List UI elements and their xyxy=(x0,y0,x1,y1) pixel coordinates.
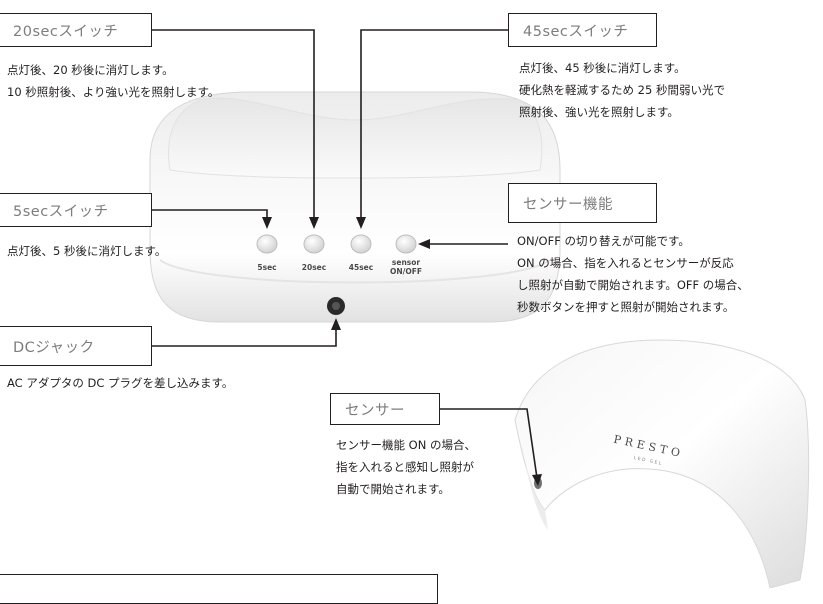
connector-20sec xyxy=(152,29,315,221)
label-5sec-title: 5secスイッチ xyxy=(13,203,109,220)
lamp-front-view: 5sec 20sec 45sec sensor ON/OFF xyxy=(149,91,561,323)
button-sensor xyxy=(395,234,417,254)
button-5sec xyxy=(256,234,278,254)
button-label-onoff: ON/OFF xyxy=(390,267,422,276)
button-20sec xyxy=(303,234,325,254)
label-dc-jack: DCジャック xyxy=(0,326,152,366)
label-5sec-switch: 5secスイッチ xyxy=(0,193,152,227)
button-label-5sec: 5sec xyxy=(257,263,276,272)
desc-sensor-line: 指を入れると感知し照射が xyxy=(336,460,474,474)
connector-dc xyxy=(152,326,337,347)
desc-sensor-function-line: し照射が自動で開始されます。OFF の場合、 xyxy=(517,278,749,292)
desc-sensor-function-line: 秒数ボタンを押すと照射が開始されます。 xyxy=(517,300,735,314)
button-label-20sec: 20sec xyxy=(302,263,326,272)
connector-arrowheads xyxy=(262,217,542,486)
desc-dc-jack-line: AC アダプタの DC プラグを差し込みます。 xyxy=(7,376,234,390)
desc-20sec-line: 点灯後、20 秒後に消灯します。 xyxy=(7,63,174,77)
connector-45sec xyxy=(360,29,508,221)
desc-sensor: センサー機能 ON の場合、 指を入れると感知し照射が 自動で開始されます。 xyxy=(336,434,476,500)
desc-45sec: 点灯後、45 秒後に消灯します。 硬化熱を軽減するため 25 秒間弱い光で 照射… xyxy=(519,57,725,123)
label-20sec-title: 20secスイッチ xyxy=(13,23,119,40)
desc-sensor-function-line: ON/OFF の切り替えが可能です。 xyxy=(517,234,690,248)
label-45sec-title: 45secスイッチ xyxy=(523,23,629,40)
diagram-artwork: 5sec 20sec 45sec sensor ON/OFF PRESTO LE… xyxy=(149,29,810,588)
desc-45sec-line: 硬化熱を軽減するため 25 秒間弱い光で xyxy=(519,83,725,97)
label-sensor: センサー xyxy=(330,393,440,425)
lamp-arch-view: PRESTO LED GEL xyxy=(514,339,810,588)
label-sensor-title: センサー xyxy=(345,402,405,419)
button-label-sensor: sensor xyxy=(392,258,421,267)
desc-dc-jack: AC アダプタの DC プラグを差し込みます。 xyxy=(7,372,233,394)
button-45sec xyxy=(350,234,372,254)
label-20sec-switch: 20secスイッチ xyxy=(0,13,152,47)
label-45sec-switch: 45secスイッチ xyxy=(508,13,657,47)
label-sensor-function: センサー機能 xyxy=(508,183,657,223)
desc-5sec-line: 点灯後、5 秒後に消灯します。 xyxy=(7,244,167,258)
desc-sensor-line: 自動で開始されます。 xyxy=(336,482,450,496)
desc-sensor-line: センサー機能 ON の場合、 xyxy=(336,438,476,452)
desc-20sec: 点灯後、20 秒後に消灯します。 10 秒照射後、より強い光を照射します。 xyxy=(7,59,219,103)
desc-45sec-line: 点灯後、45 秒後に消灯します。 xyxy=(519,61,686,75)
desc-45sec-line: 照射後、強い光を照射します。 xyxy=(519,105,679,119)
button-label-45sec: 45sec xyxy=(349,263,373,272)
connector-sensor xyxy=(440,408,538,479)
label-dc-jack-title: DCジャック xyxy=(13,339,95,356)
desc-sensor-function-line: ON の場合、指を入れるとセンサーが反応 xyxy=(517,256,734,270)
desc-20sec-line: 10 秒照射後、より強い光を照射します。 xyxy=(7,85,220,99)
desc-5sec: 点灯後、5 秒後に消灯します。 xyxy=(7,240,166,262)
dc-jack xyxy=(327,297,345,315)
desc-sensor-function: ON/OFF の切り替えが可能です。 ON の場合、指を入れるとセンサーが反応 … xyxy=(517,230,749,318)
bottom-panel-box xyxy=(0,574,438,604)
label-sensor-function-title: センサー機能 xyxy=(523,196,613,213)
